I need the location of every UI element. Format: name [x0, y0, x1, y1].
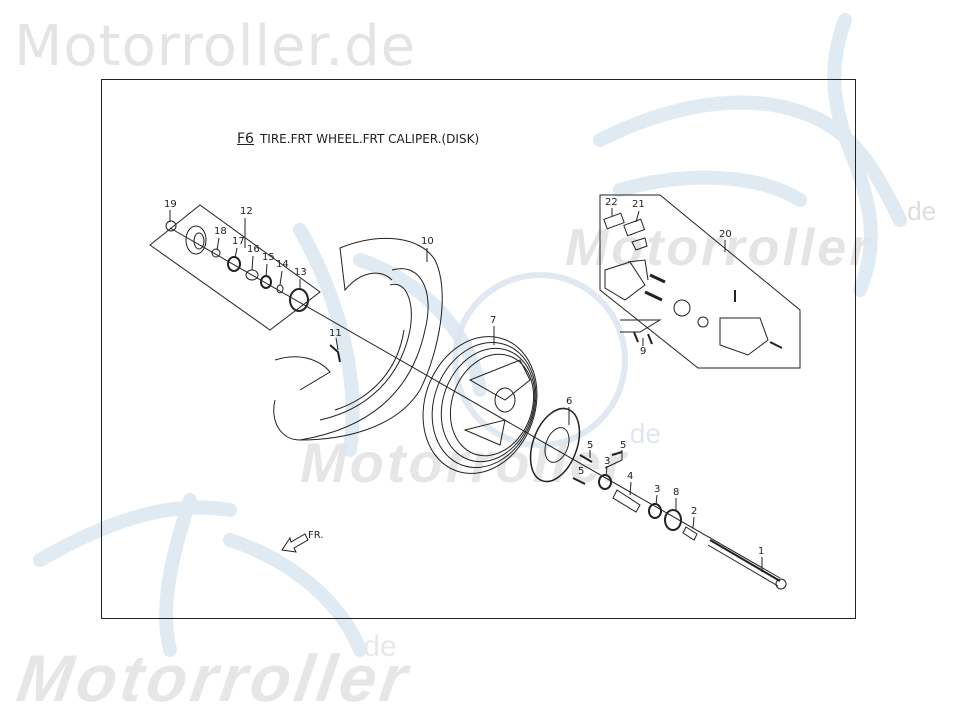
callout-8: 8	[673, 487, 680, 498]
callout-10: 10	[421, 236, 434, 247]
watermark-center-suffix: .de	[622, 418, 661, 449]
callout-4: 4	[627, 471, 634, 482]
callout-19: 19	[164, 199, 177, 210]
callout-7: 7	[490, 315, 497, 326]
pad-22-icon	[603, 212, 625, 230]
callout-3b: 3	[654, 484, 661, 495]
hub-icon	[185, 225, 207, 255]
bearing-15-icon	[260, 275, 272, 289]
callout-22: 22	[605, 197, 618, 208]
front-arrow-icon	[281, 533, 309, 553]
watermark-mid: Motorroller	[565, 219, 873, 277]
seal-13-icon	[289, 288, 309, 312]
nut-19-icon	[165, 220, 177, 232]
callout-3a: 3	[604, 456, 611, 467]
ring-18-icon	[211, 248, 221, 258]
ring-14-icon	[276, 284, 284, 294]
diagram-code: F6	[237, 131, 254, 147]
callout-5a: 5	[587, 440, 594, 451]
bearing-3b-icon	[648, 503, 662, 519]
bracket-icon	[604, 261, 646, 301]
callout-9: 9	[640, 346, 647, 357]
callout-13: 13	[294, 267, 307, 278]
diagram-frame	[101, 79, 856, 619]
callout-18: 18	[214, 226, 227, 237]
caliper-body-icon	[719, 317, 769, 356]
callout-16: 16	[247, 244, 260, 255]
axle-1-icon	[707, 539, 787, 590]
collar-4-icon	[612, 489, 641, 513]
wheel-7-icon	[422, 326, 538, 474]
callout-6: 6	[566, 396, 573, 407]
callout-12: 12	[240, 206, 253, 217]
callout-11: 11	[329, 328, 342, 339]
watermark-top: Motorroller.de	[14, 14, 417, 79]
spacer-2-icon	[682, 526, 698, 541]
gear-17-icon	[227, 256, 241, 272]
diagram-title-text: TIRE.FRT WHEEL.FRT CALIPER.(DISK)	[259, 132, 480, 146]
tire-10-icon	[273, 237, 443, 441]
callout-5b: 5	[620, 440, 627, 451]
callout-14: 14	[276, 259, 289, 270]
kit-box-20	[599, 194, 801, 369]
piston-icon	[673, 299, 691, 317]
diagram-title: F6 TIRE.FRT WHEEL.FRT CALIPER.(DISK)	[237, 131, 479, 147]
callout-17: 17	[232, 236, 245, 247]
kit-box-12	[149, 204, 321, 331]
callout-15: 15	[262, 252, 275, 263]
pad-21-icon	[623, 218, 646, 237]
brake-disc-6-icon	[529, 407, 581, 483]
callout-2: 2	[691, 506, 698, 517]
bearing-3-icon	[598, 474, 612, 490]
seal-8-icon	[664, 509, 682, 531]
callout-1: 1	[758, 546, 765, 557]
callout-21: 21	[632, 199, 645, 210]
callout-20: 20	[719, 229, 732, 240]
front-direction-label: FR.	[308, 530, 324, 541]
callout-5c: 5	[578, 466, 585, 477]
valve-11-icon	[329, 344, 341, 363]
